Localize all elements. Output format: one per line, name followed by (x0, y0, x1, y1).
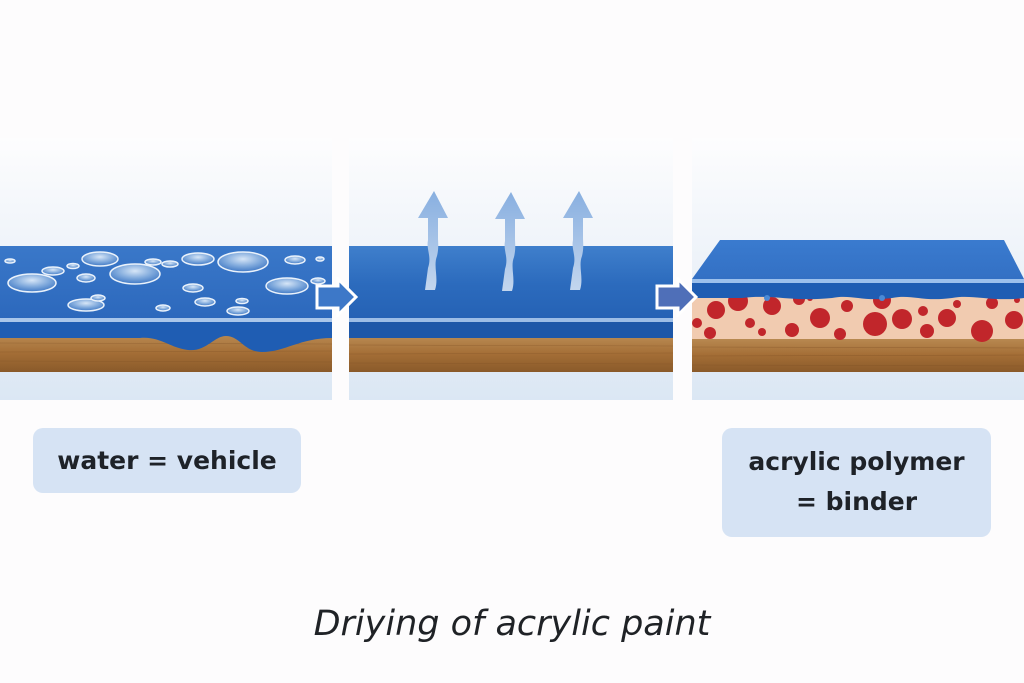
binder-label-line2: = binder (795, 487, 918, 516)
binder-label: acrylic polymer = binder (722, 428, 991, 537)
vapor-arrows (418, 191, 593, 291)
stage-evaporation-panel (349, 138, 673, 400)
diagram-title: Driying of acrylic paint (313, 604, 711, 644)
vapor-arrow-icon (418, 191, 448, 290)
vehicle-label: water = vehicle (33, 428, 301, 493)
vapor-arrow-icon (563, 191, 593, 290)
vapor-arrow-icon (495, 192, 525, 291)
water-droplets (4, 251, 326, 316)
evaporation-illustration (349, 191, 673, 372)
arrow-right-icon (315, 277, 359, 317)
stage-wet-paint-panel (0, 138, 332, 400)
dried-film-top (692, 240, 1024, 279)
binder-label-line1: acrylic polymer (748, 447, 965, 476)
arrow-right-icon (655, 277, 699, 317)
dried-film-illustration (692, 240, 1024, 372)
polymer-particles (692, 291, 1023, 342)
stage-dried-film-panel (692, 138, 1024, 400)
vehicle-label-text: water = vehicle (57, 446, 277, 475)
wet-paint-illustration (0, 246, 332, 372)
